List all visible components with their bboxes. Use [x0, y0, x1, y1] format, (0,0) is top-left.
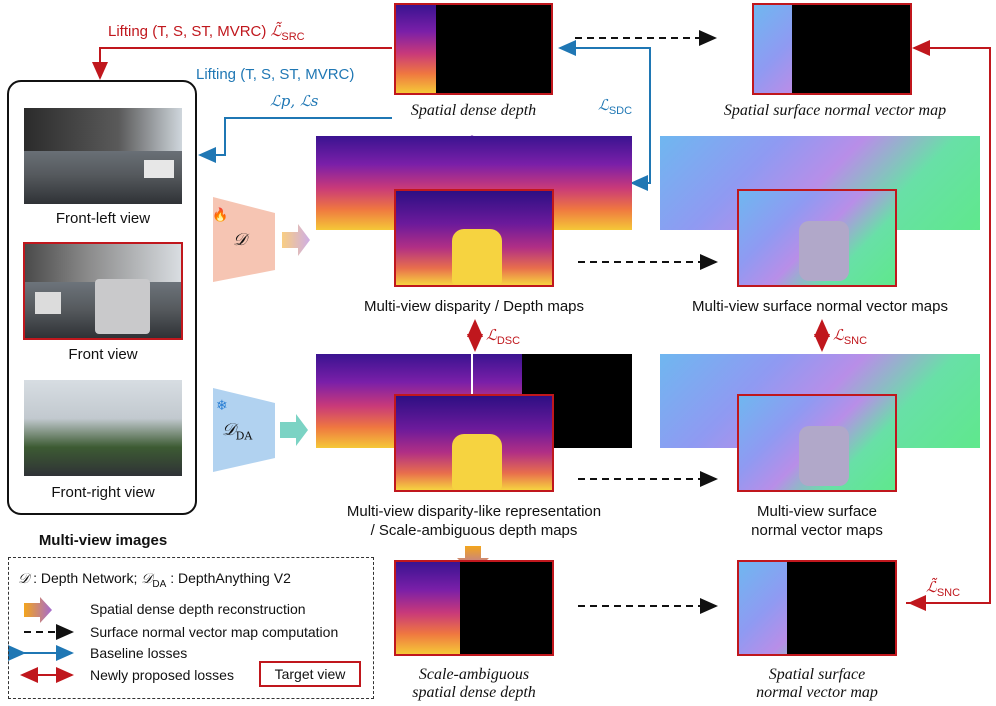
snc-loss-label: ℒSNC — [833, 326, 868, 347]
front-left-label: Front-left view — [55, 210, 151, 227]
front-view-image — [23, 242, 183, 340]
legend-reconstruction: Spatial dense depth reconstruction — [90, 601, 306, 617]
snc-tilde-loss-label: ℒ̃SNC — [926, 578, 961, 599]
spatial-normal-image-bottom — [737, 560, 897, 656]
spatial-dense-depth-label: Spatial dense depth — [410, 102, 537, 119]
scale-ambiguous-label-2: spatial dense depth — [412, 684, 536, 701]
legend-proposed: Newly proposed losses — [90, 667, 234, 683]
spatial-dense-depth-image — [394, 3, 553, 95]
multi-view-images-title: Multi-view images — [38, 532, 168, 549]
multi-view-depth-label: Multi-view disparity / Depth maps — [363, 298, 585, 315]
lifting-blue-label: Lifting (T, S, ST, MVRC) — [196, 66, 355, 83]
multi-view-disparity-like-label-1: Multi-view disparity-like representation — [346, 503, 602, 520]
spatial-normal-image-top — [752, 3, 912, 95]
multi-view-images-panel — [7, 80, 197, 515]
depth-network-symbol: 𝒟 — [233, 230, 247, 250]
dsc-loss-label: ℒDSC — [486, 326, 521, 347]
legend-panel — [8, 557, 374, 699]
spatial-normal-label-bottom-1: Spatial surface — [768, 666, 866, 683]
snowflake-icon: ❄ — [216, 397, 228, 413]
front-label: Front view — [68, 346, 138, 363]
baseline-losses-label: ℒp, ℒs — [270, 92, 319, 110]
spatial-normal-label-bottom-2: normal vector map — [756, 684, 878, 701]
multi-view-normal-target — [737, 189, 897, 287]
front-right-label: Front-right view — [51, 484, 155, 501]
multi-view-normal-label-2a: Multi-view surface — [756, 503, 878, 520]
multi-view-normal-target-2 — [737, 394, 897, 492]
front-right-image — [24, 380, 182, 476]
fire-icon: 🔥 — [212, 207, 229, 222]
scale-ambiguous-depth-image — [394, 560, 554, 656]
legend-normal-computation: Surface normal vector map computation — [90, 624, 339, 640]
depthanything-symbol: 𝒟DA — [222, 420, 253, 443]
multi-view-disparity-like-label-2: / Scale-ambiguous depth maps — [370, 522, 578, 539]
legend-target-view-box: Target view — [259, 661, 361, 687]
multi-view-disparity-like-target — [394, 394, 554, 492]
scale-ambiguous-label-1: Scale-ambiguous — [418, 666, 530, 683]
multi-view-normal-label: Multi-view surface normal vector maps — [692, 298, 948, 315]
lifting-red-label: Lifting (T, S, ST, MVRC) ℒ̃SRC — [108, 22, 305, 43]
multi-view-depth-target — [394, 189, 554, 287]
legend-line-networks: 𝒟 : Depth Network; 𝒟DA : DepthAnything V… — [18, 570, 291, 590]
multi-view-normal-label-2b: normal vector maps — [751, 522, 883, 539]
sdc-loss-label: ℒSDC — [598, 96, 633, 117]
front-left-image — [24, 108, 182, 204]
legend-baseline: Baseline losses — [90, 645, 188, 661]
spatial-normal-label-top: Spatial surface normal vector map — [723, 102, 947, 119]
